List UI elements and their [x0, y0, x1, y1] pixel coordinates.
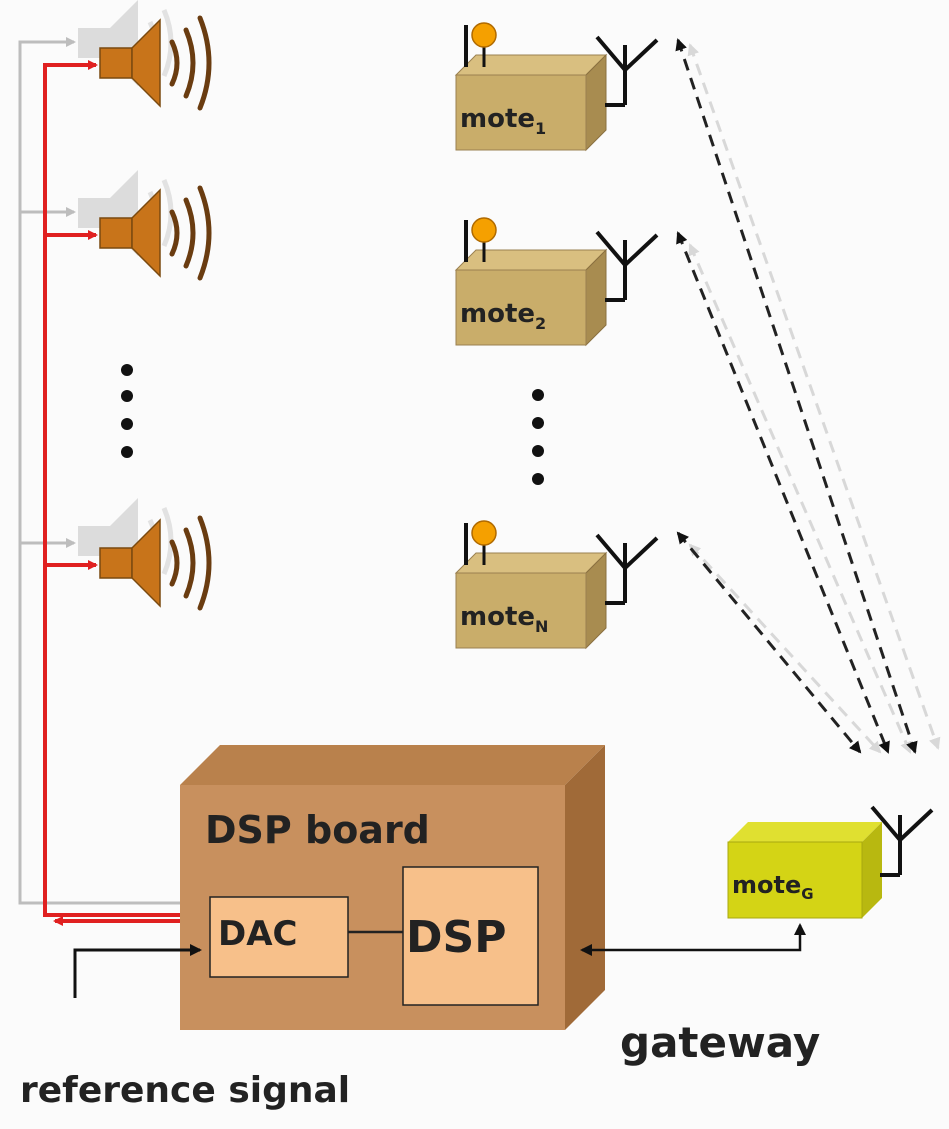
gateway-label: gateway — [620, 1018, 820, 1067]
mote-1: mote1 — [454, 21, 608, 152]
speaker-ellipsis — [121, 364, 133, 458]
speaker-2 — [78, 170, 209, 278]
mote-ellipsis — [532, 389, 544, 485]
gateway-link-arrow — [580, 923, 806, 956]
svg-text:mote2: mote2 — [460, 299, 546, 333]
dsp-block — [402, 866, 539, 1006]
reference-signal-arrow — [73, 944, 202, 998]
svg-text:moteN: moteN — [460, 602, 548, 636]
dsp-label: DSP — [406, 912, 506, 963]
mote-2: mote2 — [454, 216, 608, 347]
svg-text:mote1: mote1 — [460, 104, 546, 138]
gateway-mote: moteG — [727, 822, 882, 919]
wireless-links — [675, 38, 918, 754]
dac-block — [209, 896, 349, 978]
svg-text:moteG: moteG — [732, 871, 814, 903]
dac-label: DAC — [218, 914, 298, 954]
reference-signal-label: reference signal — [20, 1070, 350, 1111]
speaker-1 — [78, 0, 209, 108]
dsp-board-title: DSP board — [205, 808, 430, 852]
speaker-n — [78, 498, 209, 608]
dsp-board: DSP board DAC DSP — [180, 745, 605, 1030]
wireless-links-ghost — [687, 43, 941, 754]
mote-n: moteN — [454, 519, 608, 650]
